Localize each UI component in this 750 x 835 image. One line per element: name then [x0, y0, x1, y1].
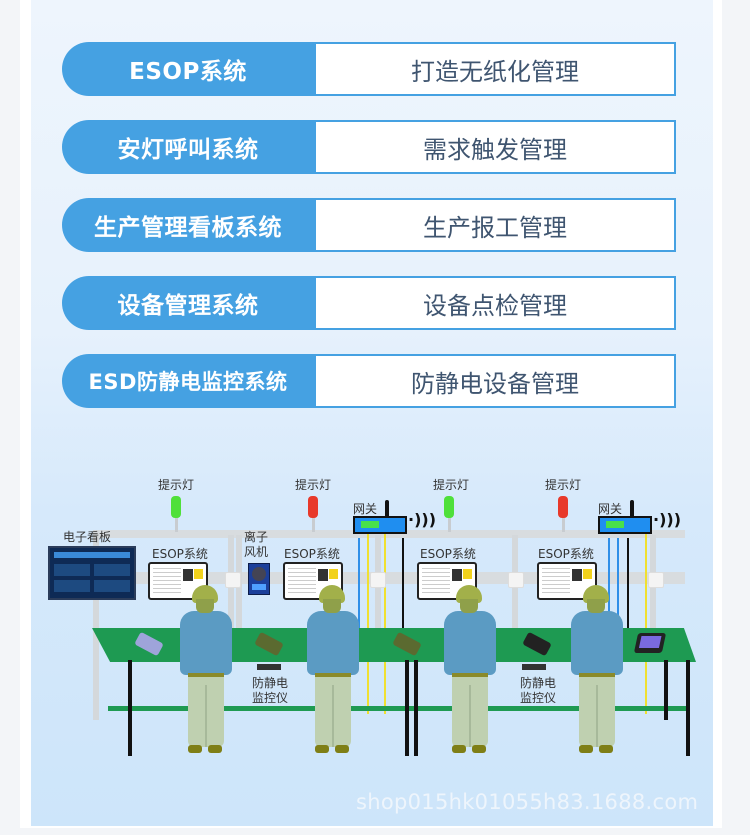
gateway-router-icon [353, 500, 407, 534]
cable [358, 538, 360, 628]
table-leg [664, 660, 668, 720]
green-lamp-icon [444, 496, 454, 518]
system-benefit: 打造无纸化管理 [314, 42, 676, 96]
lamp-label: 提示灯 [295, 478, 332, 492]
power-socket-icon [508, 572, 524, 588]
red-lamp-icon [558, 496, 568, 518]
cable [608, 538, 610, 628]
lamp-pole [448, 512, 451, 532]
tablet-device [633, 633, 667, 653]
gateway-router-icon [598, 500, 652, 534]
lamp-label: 提示灯 [545, 478, 582, 492]
lamp-pole [175, 512, 178, 532]
esd-monitor-device [257, 664, 281, 670]
cable [645, 534, 647, 714]
wifi-signal-icon: ·))) [653, 510, 682, 529]
system-row-kanban: 生产管理看板系统 生产报工管理 [62, 198, 676, 252]
esop-label: ESOP系统 [420, 547, 476, 561]
lamp-pole [562, 512, 565, 532]
gateway-label: 网关 [353, 502, 378, 516]
power-socket-icon [648, 572, 664, 588]
system-row-equipment: 设备管理系统 设备点检管理 [62, 276, 676, 330]
cable [627, 538, 629, 638]
system-name: 生产管理看板系统 [62, 198, 314, 252]
system-benefit: 需求触发管理 [314, 120, 676, 174]
ionizer-label: 离子风机 [244, 530, 269, 559]
system-row-esd: ESD防静电监控系统 防静电设备管理 [62, 354, 676, 408]
wifi-signal-icon: ·))) [408, 510, 437, 529]
system-name: 安灯呼叫系统 [62, 120, 314, 174]
system-row-esop: ESOP系统 打造无纸化管理 [62, 42, 676, 96]
gateway-label: 网关 [598, 502, 623, 516]
red-lamp-icon [308, 496, 318, 518]
esop-label: ESOP系统 [538, 547, 594, 561]
top-beam [95, 530, 685, 538]
cable [617, 538, 619, 628]
system-row-andon: 安灯呼叫系统 需求触发管理 [62, 120, 676, 174]
esop-label: ESOP系统 [284, 547, 340, 561]
table-leg [405, 660, 409, 756]
esd-monitor-label: 防静电监控仪 [520, 676, 557, 705]
cable [402, 538, 404, 638]
system-name: ESOP系统 [62, 42, 314, 96]
lamp-pole [312, 512, 315, 532]
lamp-label: 提示灯 [158, 478, 195, 492]
esd-monitor-label: 防静电监控仪 [252, 676, 289, 705]
system-benefit: 设备点检管理 [314, 276, 676, 330]
frame-post [93, 530, 99, 720]
lamp-label: 提示灯 [433, 478, 470, 492]
workbench-shelf [108, 706, 688, 711]
system-benefit: 防静电设备管理 [314, 354, 676, 408]
power-socket-icon [225, 572, 241, 588]
table-leg [128, 660, 132, 756]
kanban-label: 电子看板 [63, 530, 112, 544]
ion-fan-icon [248, 563, 270, 595]
cable [384, 534, 386, 714]
green-lamp-icon [171, 496, 181, 518]
shop-url-watermark: shop015hk01055h83.1688.com [356, 790, 699, 814]
table-leg [414, 660, 418, 756]
system-benefit: 生产报工管理 [314, 198, 676, 252]
electronic-kanban-board [48, 546, 136, 600]
cable [367, 534, 369, 714]
esd-monitor-device [522, 664, 546, 670]
system-name: 设备管理系统 [62, 276, 314, 330]
esop-label: ESOP系统 [152, 547, 208, 561]
system-name: ESD防静电监控系统 [62, 354, 314, 408]
table-leg [686, 660, 690, 756]
power-socket-icon [370, 572, 386, 588]
